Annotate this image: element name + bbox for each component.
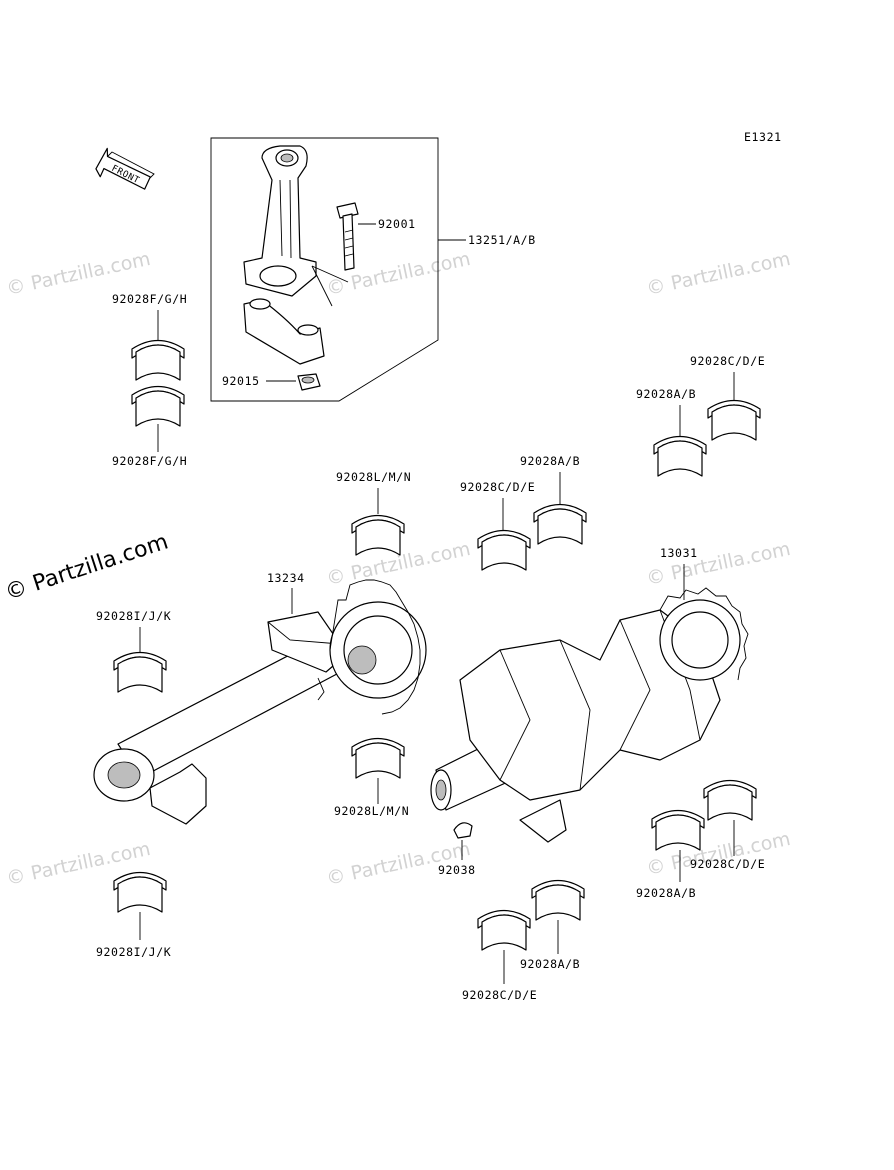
callout-92028ab-mid: 92028A/B	[520, 454, 580, 468]
callout-13251: 13251/A/B	[468, 233, 536, 247]
bearing-shell	[653, 435, 707, 477]
callout-92015: 92015	[222, 374, 260, 388]
callout-92028cde-bottom: 92028C/D/E	[462, 988, 537, 1002]
bearing-shell	[477, 529, 531, 571]
balancer-shaft	[93, 579, 427, 825]
diagram-code: E1321	[744, 130, 782, 144]
callout-92028ab-bottom: 92028A/B	[520, 957, 580, 971]
callout-13031: 13031	[660, 546, 698, 560]
callout-92028fgh-upper: 92028F/G/H	[112, 292, 187, 306]
bearing-shell	[351, 737, 405, 779]
watermark: © Partzilla.com	[644, 248, 792, 300]
bearing-shell	[113, 651, 167, 693]
callout-92028ijk-lower: 92028I/J/K	[96, 945, 171, 959]
callout-92028cde-right: 92028C/D/E	[690, 857, 765, 871]
crankshaft	[430, 587, 749, 843]
bearing-shell	[113, 871, 167, 913]
callout-92038: 92038	[438, 863, 476, 877]
callout-92001: 92001	[378, 217, 416, 231]
callout-92028fgh-lower: 92028F/G/H	[112, 454, 187, 468]
front-arrow-icon: FRONT	[95, 147, 155, 190]
bearing-shell	[651, 809, 705, 851]
key-part	[453, 822, 473, 839]
bearing-shell	[531, 879, 585, 921]
bearing-shell	[703, 779, 757, 821]
callout-92028ab-right: 92028A/B	[636, 886, 696, 900]
bearing-shell	[131, 385, 185, 427]
bearing-shell	[477, 909, 531, 951]
callout-92028lmn-lower: 92028L/M/N	[334, 804, 409, 818]
callout-92028cde-mid: 92028C/D/E	[460, 480, 535, 494]
callout-92028cde-top: 92028C/D/E	[690, 354, 765, 368]
callout-92028ab-top: 92028A/B	[636, 387, 696, 401]
bearing-shell	[351, 514, 405, 556]
bearing-shell	[533, 503, 587, 545]
bearing-shell	[131, 339, 185, 381]
conrod-assembly-box	[210, 137, 439, 402]
callout-13234: 13234	[267, 571, 305, 585]
bearing-shell	[707, 399, 761, 441]
watermark-main: © Partzilla.com	[2, 529, 171, 605]
callout-92028ijk-upper: 92028I/J/K	[96, 609, 171, 623]
callout-92028lmn-upper: 92028L/M/N	[336, 470, 411, 484]
